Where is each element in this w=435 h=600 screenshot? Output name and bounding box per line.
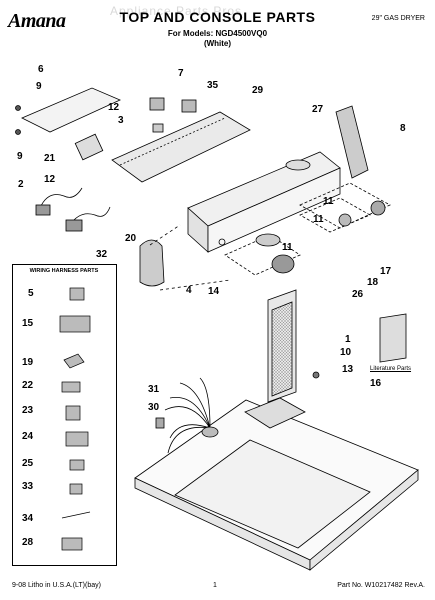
callout-29: 29 <box>252 85 264 96</box>
callout-27: 27 <box>312 104 324 115</box>
models-line: For Models: NGD4500VQ0 <box>167 29 268 38</box>
page-number: 1 <box>213 582 217 589</box>
callout-7: 7 <box>178 68 184 79</box>
callout-11: 11 <box>323 196 334 207</box>
callout-10: 10 <box>340 347 352 358</box>
harness-part-24 <box>65 431 89 447</box>
callout-18: 18 <box>367 277 379 288</box>
harness-2 <box>39 187 83 209</box>
callout-16: 16 <box>370 378 382 389</box>
harness-callout-23: 23 <box>22 405 34 416</box>
screw-9b <box>15 129 21 135</box>
footer-litho: 9-08 Litho in U.S.A.(LT)(bay) <box>12 582 101 589</box>
end-cap-left <box>139 239 165 287</box>
harness-callout-24: 24 <box>22 431 34 442</box>
control-panel <box>111 111 251 183</box>
harness-part-5 <box>69 287 85 301</box>
knob-18 <box>338 213 352 227</box>
callout-12: 12 <box>44 174 56 185</box>
part-30 <box>155 417 165 429</box>
color-variant: (White) <box>203 39 232 48</box>
callout-6: 6 <box>38 64 44 75</box>
callout-35: 35 <box>207 80 219 91</box>
callout-3: 3 <box>118 115 124 126</box>
callout-4: 4 <box>186 285 192 296</box>
harness-callout-19: 19 <box>22 357 34 368</box>
page-title: TOP AND CONSOLE PARTS <box>119 9 316 25</box>
callout-14: 14 <box>208 286 220 297</box>
part-21 <box>74 133 104 161</box>
knob-26 <box>271 254 295 274</box>
callout-21: 21 <box>44 153 56 164</box>
harness-callout-28: 28 <box>22 537 34 548</box>
harness-part-23 <box>65 405 81 421</box>
harness-part-33 <box>69 483 83 495</box>
switch-35 <box>181 99 197 113</box>
callout-31: 31 <box>148 384 160 395</box>
part-number: Part No. W10217482 Rev.A. <box>337 582 425 589</box>
callout-1: 1 <box>345 334 351 345</box>
callout-32: 32 <box>96 249 108 260</box>
callout-12: 12 <box>108 102 120 113</box>
screw-9a <box>15 105 21 111</box>
harness-part-22 <box>61 381 81 393</box>
harness-callout-22: 22 <box>22 380 34 391</box>
callout-9: 9 <box>17 151 23 162</box>
harness-part-28 <box>61 537 83 551</box>
watermark-text: Appliance Parts Pros <box>110 4 243 18</box>
harness-callout-5: 5 <box>28 288 34 299</box>
back-panel <box>21 87 121 133</box>
harness-callout-15: 15 <box>22 318 34 329</box>
callout-17: 17 <box>380 266 392 277</box>
literature-book <box>379 313 407 363</box>
callout-30: 30 <box>148 402 160 413</box>
dryer-type: 29" GAS DRYER <box>371 15 425 22</box>
callout-11: 11 <box>313 214 324 225</box>
callout-13: 13 <box>342 364 354 375</box>
end-cap-right <box>335 105 369 179</box>
callout-2: 2 <box>18 179 24 190</box>
callout-9: 9 <box>36 81 42 92</box>
callout-11: 11 <box>282 242 293 253</box>
literature-parts-label: Literature Parts <box>370 366 412 372</box>
callout-26: 26 <box>352 289 364 300</box>
harness-part-15 <box>59 315 91 333</box>
harness-32 <box>69 206 111 226</box>
harness-part-25 <box>69 459 85 471</box>
callout-8: 8 <box>400 123 406 134</box>
harness-part-19 <box>63 353 85 369</box>
wire-bundle <box>164 377 211 454</box>
callout-20: 20 <box>125 233 137 244</box>
wiring-harness-title: WIRING HARNESS PARTS <box>29 268 99 274</box>
harness-callout-33: 33 <box>22 481 34 492</box>
harness-callout-34: 34 <box>22 513 34 524</box>
harness-part-34 <box>61 511 91 519</box>
knob-17 <box>370 200 386 216</box>
screw-13 <box>312 371 320 379</box>
part-3 <box>152 123 164 133</box>
brand-logo: Amana <box>8 10 66 32</box>
wiring-harness-box <box>12 264 117 566</box>
harness-callout-25: 25 <box>22 458 34 469</box>
switch-7 <box>149 97 165 111</box>
